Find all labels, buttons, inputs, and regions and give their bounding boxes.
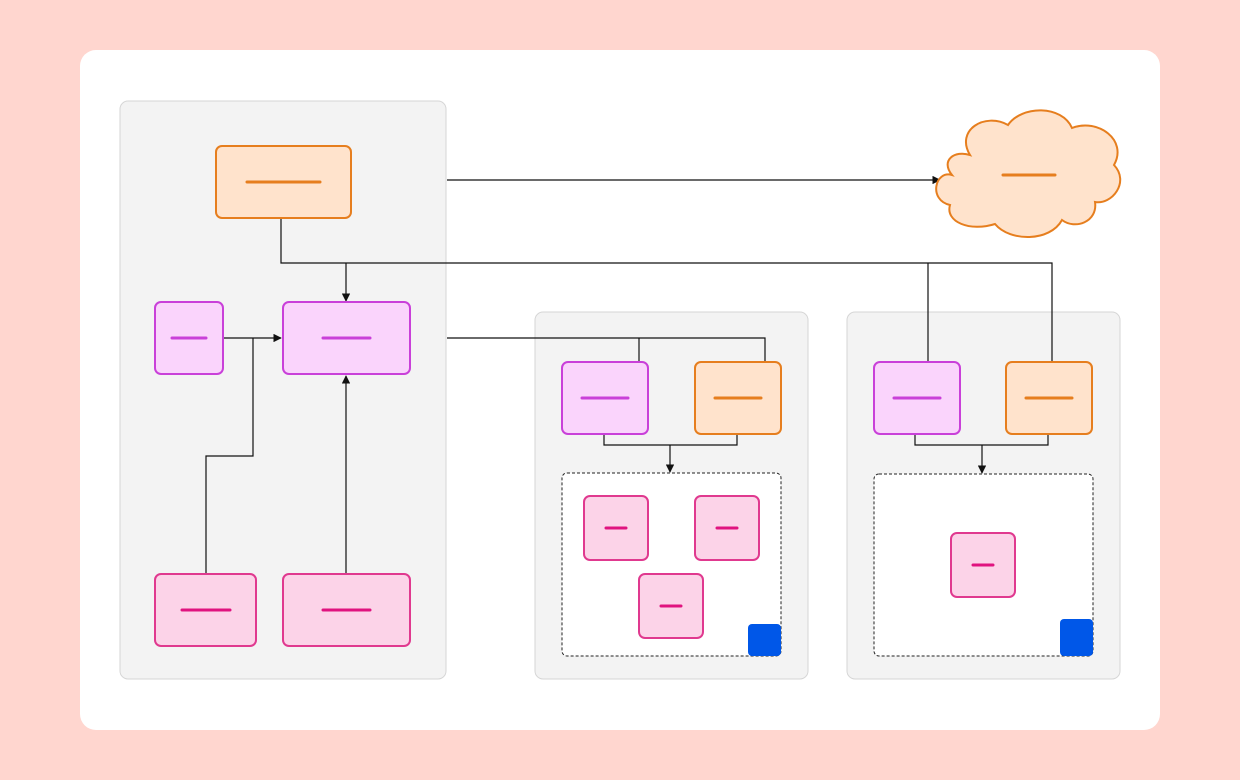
magenta-small-node[interactable] — [154, 301, 224, 375]
edge-central-to-middle — [447, 337, 766, 361]
edge-orange-down — [280, 218, 1053, 361]
mid-blue-square-icon — [748, 624, 781, 656]
right-blue-square-icon — [1060, 619, 1093, 656]
pink-bottom-left-node[interactable] — [154, 573, 257, 647]
mid-pink-node-1[interactable] — [583, 495, 649, 561]
pink-bottom-right-node[interactable] — [282, 573, 411, 647]
right-orange-node[interactable] — [1005, 361, 1093, 435]
magenta-central-node[interactable] — [282, 301, 411, 375]
mid-pink-node-2[interactable] — [694, 495, 760, 561]
right-magenta-node[interactable] — [873, 361, 961, 435]
group-left — [119, 100, 447, 680]
mid-magenta-node[interactable] — [561, 361, 649, 435]
mid-orange-node[interactable] — [694, 361, 782, 435]
right-pink-node[interactable] — [950, 532, 1016, 598]
mid-pink-node-3[interactable] — [638, 573, 704, 639]
edge-pink-left-to-central — [205, 338, 254, 573]
cloud-node[interactable] — [935, 109, 1122, 238]
orange-top-node[interactable] — [215, 145, 352, 219]
